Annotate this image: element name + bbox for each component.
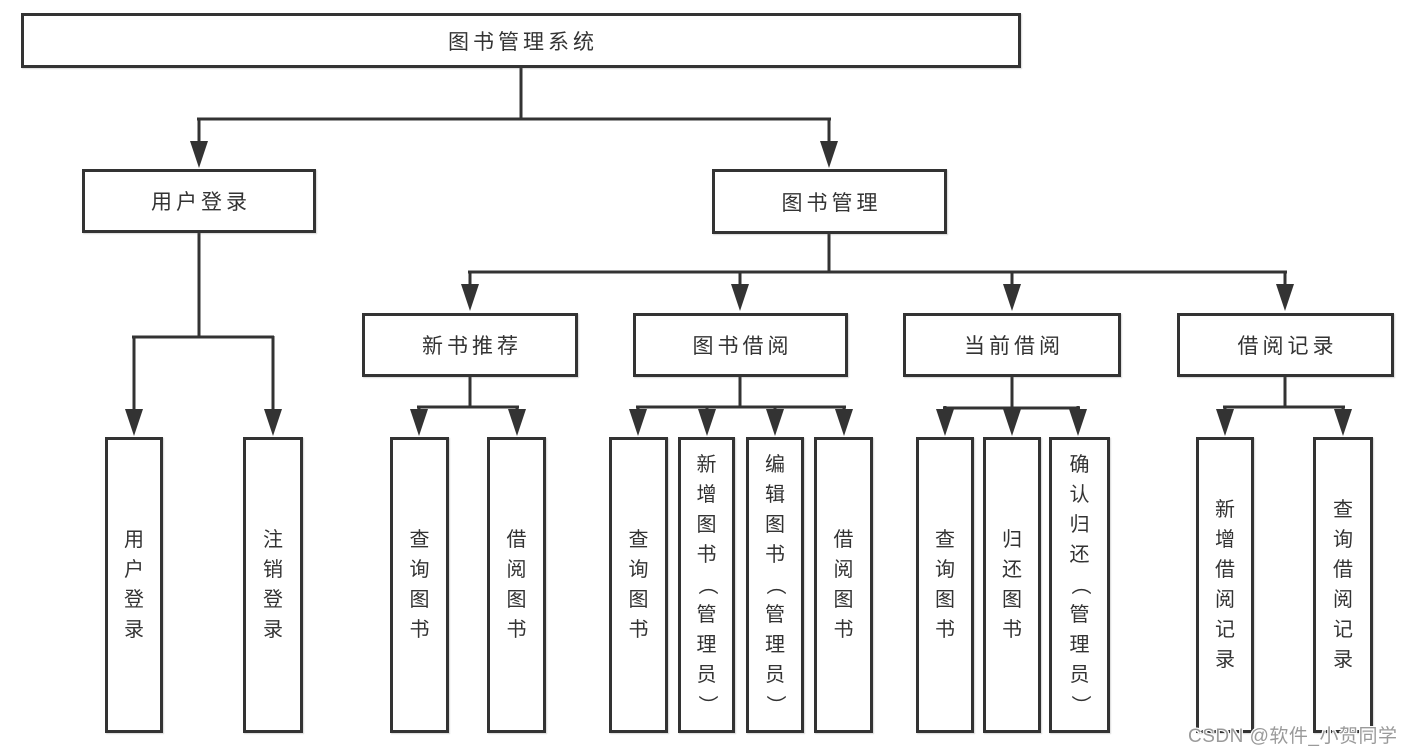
arrowheads-book-borrow-children <box>629 409 853 436</box>
leaf-logout-login: 注销登录 <box>243 437 303 733</box>
node-new-book-recommendation: 新书推荐 <box>362 313 578 377</box>
leaf-label: 查询图书 <box>935 529 955 641</box>
leaf-query-books-recommend: 查询图书 <box>390 437 449 733</box>
leaf-label: 归还图书 <box>1002 529 1022 641</box>
leaf-label: 注销登录 <box>263 529 283 641</box>
node-library-management-system: 图书管理系统 <box>21 13 1021 68</box>
connector-current-borrow-children <box>943 377 1080 411</box>
leaf-label: 新增图书（管理员） <box>695 454 718 715</box>
node-user-login: 用户登录 <box>82 169 316 233</box>
connector-book-borrow-children <box>636 377 846 411</box>
leaf-label: 编辑图书（管理员） <box>764 454 786 715</box>
leaf-label: 新增借阅记录 <box>1215 499 1235 671</box>
leaf-label: 借阅图书 <box>833 529 854 641</box>
leaf-edit-books-admin: 编辑图书（管理员） <box>746 437 804 733</box>
connector-borrow-records-children <box>1223 377 1345 411</box>
leaf-query-borrow-record: 查询借阅记录 <box>1313 437 1373 733</box>
leaf-query-books-current: 查询图书 <box>916 437 974 733</box>
leaf-label: 确认归还（管理员） <box>1068 454 1091 715</box>
node-borrowing-records: 借阅记录 <box>1177 313 1394 377</box>
connector-new-book-children <box>417 377 519 411</box>
leaf-borrow-books-recommend: 借阅图书 <box>487 437 546 733</box>
leaf-label: 查询借阅记录 <box>1333 499 1353 671</box>
leaf-confirm-return-admin: 确认归还（管理员） <box>1049 437 1110 733</box>
arrowheads-new-book-children <box>410 409 526 436</box>
arrowheads-borrow-records-children <box>1216 409 1352 436</box>
leaf-add-books-admin: 新增图书（管理员） <box>678 437 735 733</box>
arrowheads-user-login-children <box>125 409 282 436</box>
leaf-add-borrow-record: 新增借阅记录 <box>1196 437 1254 733</box>
leaf-user-login: 用户登录 <box>105 437 163 733</box>
arrowheads-level2 <box>190 141 838 168</box>
connector-root-to-level2 <box>197 68 831 143</box>
node-book-borrowing: 图书借阅 <box>633 313 848 377</box>
connector-user-login-children <box>132 233 275 411</box>
leaf-borrow-books: 借阅图书 <box>814 437 873 733</box>
arrowheads-current-borrow-children <box>936 409 1087 436</box>
leaf-return-books: 归还图书 <box>983 437 1041 733</box>
leaf-label: 查询图书 <box>409 529 430 641</box>
connector-book-management-children <box>468 234 1287 286</box>
node-current-borrowing: 当前借阅 <box>903 313 1121 377</box>
csdn-watermark: CSDN @软件_小贺同学 <box>1188 726 1398 747</box>
leaf-label: 查询图书 <box>628 529 649 641</box>
leaf-label: 借阅图书 <box>506 529 527 641</box>
arrowheads-level3 <box>461 284 1294 311</box>
node-book-management: 图书管理 <box>712 169 947 234</box>
leaf-label: 用户登录 <box>124 529 144 641</box>
leaf-query-books-borrow: 查询图书 <box>609 437 668 733</box>
